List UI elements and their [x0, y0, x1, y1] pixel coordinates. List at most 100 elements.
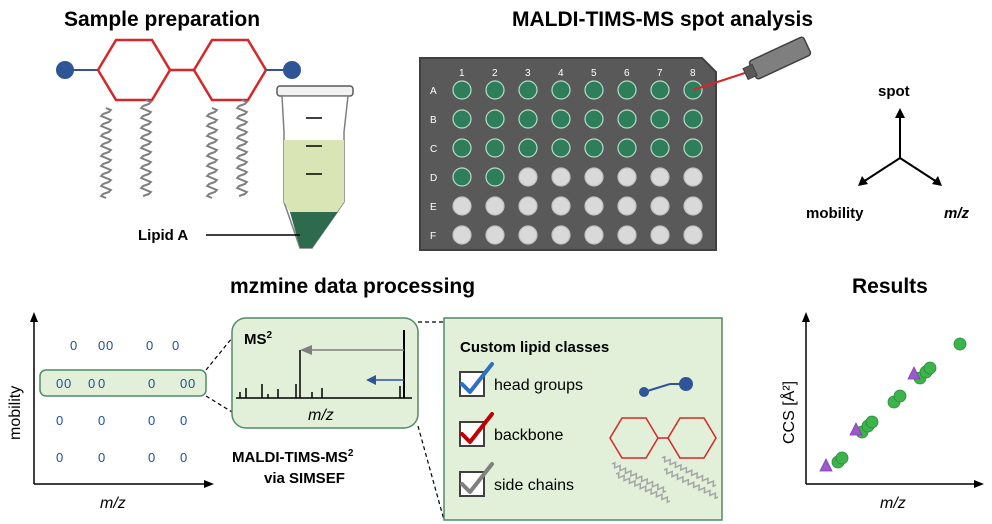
map-feature: 0	[188, 376, 195, 391]
axis-mz-label: m/z	[944, 205, 970, 222]
fatty-acid-chain	[205, 107, 219, 199]
title-spot-analysis: MALDI-TIMS-MS spot analysis	[512, 8, 813, 31]
plate-spot-empty	[584, 225, 604, 245]
plate-spot-filled	[452, 138, 472, 158]
map-feature: 0	[70, 338, 77, 353]
map-y-arrow	[30, 312, 38, 322]
hexagon-left	[96, 38, 172, 102]
zoom-line-bottom	[205, 395, 233, 413]
map-ylabel: mobility	[7, 386, 24, 440]
plate-spot-filled	[551, 80, 571, 100]
plate-spot-empty	[551, 225, 571, 245]
plate-column-label: 3	[525, 68, 531, 79]
plate-spot-filled	[584, 138, 604, 158]
plate-spot-filled	[485, 138, 505, 158]
plate-spot-empty	[518, 196, 538, 216]
plate-spot-filled	[650, 80, 670, 100]
map-feature: 0	[106, 338, 113, 353]
results-y-arrow	[802, 312, 810, 322]
hexagon-right	[192, 38, 268, 102]
plate-spot-filled	[683, 109, 703, 129]
plate-spot-filled	[551, 109, 571, 129]
plate-spot-filled	[485, 167, 505, 187]
plate-row-label: E	[430, 202, 437, 213]
axis-left-arrow	[858, 176, 868, 186]
plate-spot-empty	[617, 196, 637, 216]
fatty-acid-chain	[139, 99, 153, 197]
plate-spot-empty	[485, 225, 505, 245]
plate-spot-filled	[650, 109, 670, 129]
lipid-a-molecule	[56, 38, 301, 199]
fatty-acid-chains	[99, 99, 249, 199]
plate-spot-filled	[518, 138, 538, 158]
map-feature: 0	[172, 338, 179, 353]
results-ylabel: CCS [Å²]	[779, 381, 798, 444]
plate-row-label: F	[430, 231, 436, 242]
plate-spot-empty	[650, 167, 670, 187]
results-point-violet	[907, 366, 921, 380]
plate-spot-empty	[650, 196, 670, 216]
side-chain-icon	[611, 455, 719, 504]
results-points	[819, 337, 967, 472]
plate-spot-filled	[617, 80, 637, 100]
title-data-processing: mzmine data processing	[230, 275, 475, 298]
results-scatter: CCS [Å²] m/z	[779, 312, 984, 512]
custom-item-label: side chains	[494, 477, 574, 494]
map-x-arrow	[204, 480, 214, 488]
ms2-loss-arrowhead-blue	[366, 375, 376, 385]
map-feature: 0	[64, 376, 71, 391]
results-point-green	[953, 337, 967, 351]
plate-spot-filled	[617, 138, 637, 158]
lipid-a-label: Lipid A	[138, 227, 188, 244]
side-chain	[615, 471, 671, 504]
axis-left	[862, 157, 901, 183]
checkmark-icon	[460, 412, 494, 444]
plate-spot-empty	[683, 167, 703, 187]
axis-right-arrow	[932, 176, 942, 186]
map-feature: 0	[98, 450, 105, 465]
plate-spot-filled	[518, 80, 538, 100]
side-chain	[611, 461, 667, 494]
plate-spot-empty	[650, 225, 670, 245]
checkmark-icon	[460, 362, 494, 394]
results-point-green	[893, 389, 907, 403]
map-feature: 0	[98, 376, 105, 391]
plate-spot-empty	[452, 196, 472, 216]
headgroup-left	[56, 61, 74, 79]
plate-spot-filled	[452, 109, 472, 129]
results-point-green	[923, 361, 937, 375]
title-results: Results	[852, 275, 928, 298]
laser-body	[748, 36, 812, 80]
plate-column-label: 1	[459, 68, 465, 79]
results-point-violet	[849, 422, 863, 436]
map-feature: 0	[180, 450, 187, 465]
plate-column-label: 6	[624, 68, 630, 79]
plate-spot-empty	[584, 196, 604, 216]
map-feature: 0	[148, 450, 155, 465]
map-feature: 0	[180, 376, 187, 391]
axis-right	[899, 157, 938, 183]
zoom-line-custom-bottom	[417, 425, 445, 521]
plate-spots	[452, 80, 703, 245]
plate-spot-empty	[683, 225, 703, 245]
plate-spot-empty	[683, 196, 703, 216]
dimension-axes: spot mobility m/z	[806, 83, 970, 222]
side-chain	[663, 467, 719, 500]
plate-row-label: B	[430, 115, 437, 126]
plate-column-label: 8	[690, 68, 696, 79]
results-point-violet	[819, 458, 833, 472]
fatty-acid-chain	[99, 107, 113, 199]
headgroup-right	[283, 61, 301, 79]
results-x-arrow	[974, 480, 984, 488]
zoom-line-top	[205, 337, 233, 371]
tube-cap	[276, 85, 354, 97]
ms2-caption-line2: via SIMSEF	[264, 470, 345, 487]
ms2-xlabel: m/z	[308, 407, 334, 424]
results-point-green	[835, 451, 849, 465]
plate-spot-filled	[584, 80, 604, 100]
